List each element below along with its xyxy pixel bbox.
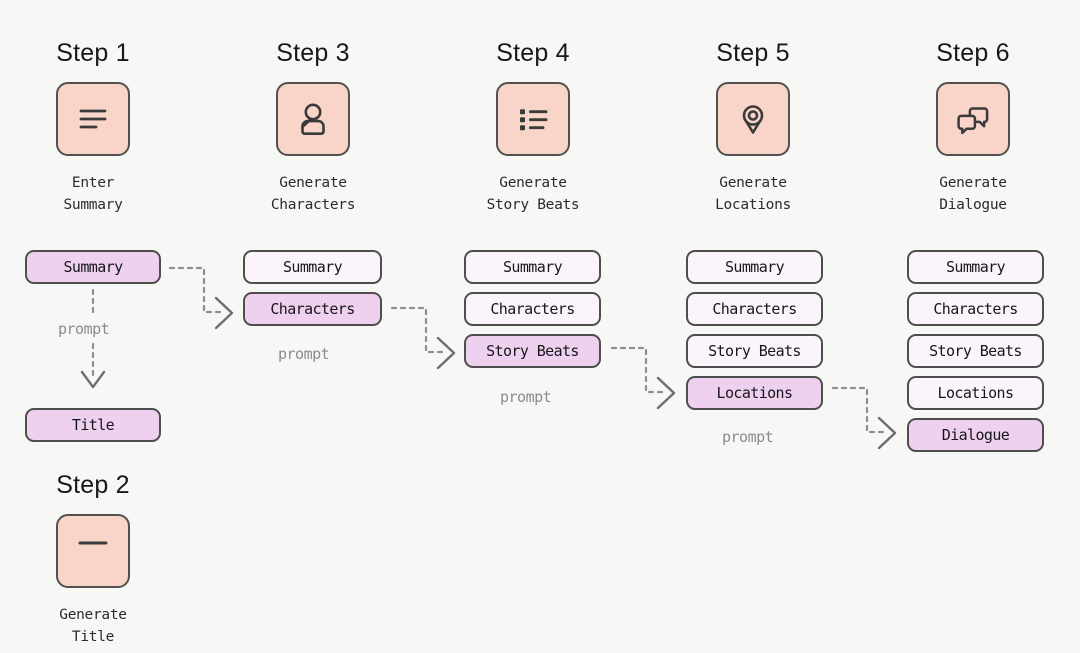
pill-summary[interactable]: Summary — [907, 250, 1044, 284]
pill-story-beats[interactable]: Story Beats — [907, 334, 1044, 368]
step-title: Step 6 — [936, 39, 1010, 67]
speech-bubbles-icon — [936, 82, 1010, 156]
stack-step1: Summary — [25, 250, 161, 284]
connector-step3-to-step4 — [390, 306, 456, 370]
connector-step4-to-step5 — [610, 346, 676, 410]
map-pin-icon — [716, 82, 790, 156]
pill-locations[interactable]: Locations — [686, 376, 823, 410]
prompt-label-1: prompt — [58, 320, 110, 338]
stack-step6: Summary Characters Story Beats Locations… — [907, 250, 1044, 452]
step-caption-line2: Dialogue — [939, 197, 1007, 213]
step-column-5: Step 5 Generate Locations — [653, 38, 853, 216]
step-title: Step 1 — [56, 39, 130, 67]
step-caption-line1: Generate — [59, 607, 127, 623]
prompt-label-4: prompt — [722, 428, 774, 446]
connector-step1-to-step3 — [168, 266, 234, 330]
step-column-6: Step 6 Generate Dialogue — [873, 38, 1073, 216]
pill-summary[interactable]: Summary — [25, 250, 161, 284]
step-caption-line1: Generate — [279, 175, 347, 191]
step-caption-line1: Enter — [71, 175, 115, 191]
step-caption-line2: Locations — [715, 197, 791, 213]
step-title: Step 3 — [276, 39, 350, 67]
pill-characters[interactable]: Characters — [464, 292, 601, 326]
pill-summary[interactable]: Summary — [686, 250, 823, 284]
pill-characters[interactable]: Characters — [243, 292, 382, 326]
step-caption-line2: Summary — [63, 197, 123, 213]
pill-characters[interactable]: Characters — [907, 292, 1044, 326]
step-title: Step 4 — [496, 39, 570, 67]
step-caption: Enter Summary — [0, 172, 193, 216]
person-icon — [276, 82, 350, 156]
stack-step5: Summary Characters Story Beats Locations — [686, 250, 823, 410]
step-column-2: Step 2 Generate Title — [0, 470, 193, 648]
pill-story-beats[interactable]: Story Beats — [464, 334, 601, 368]
document-lines-icon — [56, 82, 130, 156]
step-caption-line2: Characters — [270, 197, 356, 213]
connector-step5-to-step6 — [831, 386, 897, 450]
step-title: Step 2 — [56, 471, 130, 499]
step-caption: Generate Locations — [653, 172, 853, 216]
stack-step4: Summary Characters Story Beats — [464, 250, 601, 368]
prompt-label-3: prompt — [500, 388, 552, 406]
pill-characters[interactable]: Characters — [686, 292, 823, 326]
step-caption-line1: Generate — [719, 175, 787, 191]
stack-step3: Summary Characters — [243, 250, 382, 326]
step-caption: Generate Characters — [213, 172, 413, 216]
connector-summary-to-title — [80, 288, 106, 389]
pill-locations[interactable]: Locations — [907, 376, 1044, 410]
pill-story-beats[interactable]: Story Beats — [686, 334, 823, 368]
step-caption-line1: Generate — [939, 175, 1007, 191]
bulleted-list-icon — [496, 82, 570, 156]
step-caption: Generate Dialogue — [873, 172, 1073, 216]
stack-step1-title: Title — [25, 408, 161, 442]
step-caption-line2: Title — [71, 629, 115, 645]
step-column-3: Step 3 Generate Characters — [213, 38, 413, 216]
step-caption-line1: Generate — [499, 175, 567, 191]
single-line-icon — [56, 514, 130, 588]
pill-title[interactable]: Title — [25, 408, 161, 442]
step-title: Step 5 — [716, 39, 790, 67]
step-caption-line2: Story Beats — [486, 197, 580, 213]
step-column-1: Step 1 Enter Summary — [0, 38, 193, 216]
pill-summary[interactable]: Summary — [464, 250, 601, 284]
prompt-label-2: prompt — [278, 345, 330, 363]
step-caption: Generate Title — [0, 604, 193, 648]
step-column-4: Step 4 Generate Story Beats — [433, 38, 633, 216]
pill-summary[interactable]: Summary — [243, 250, 382, 284]
step-caption: Generate Story Beats — [433, 172, 633, 216]
pill-dialogue[interactable]: Dialogue — [907, 418, 1044, 452]
